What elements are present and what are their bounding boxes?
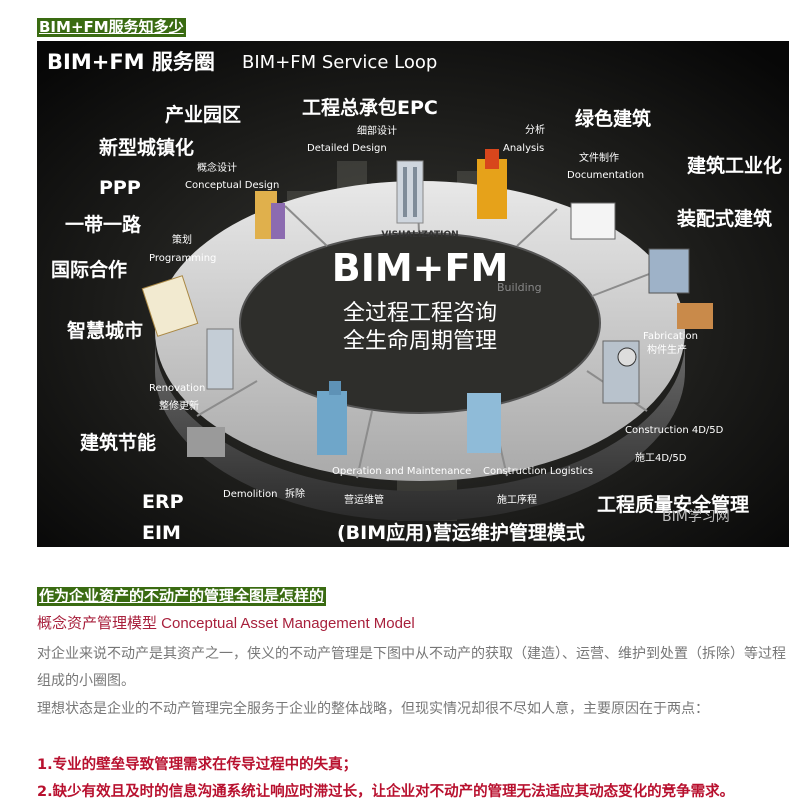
label-ppp: PPP [99,177,141,199]
building-icons [141,149,713,457]
label-epc: 工程总承包EPC [302,96,438,119]
label-eim: EIM [142,522,181,544]
label-prefab: 装配式建筑 [676,207,772,230]
stage-detailed-design-cn: 细部设计 [357,124,397,137]
point-2: 2.缺少有效且及时的信息沟通系统让响应时滞过长，让企业对不动产的管理无法适应其动… [37,784,735,800]
stage-conceptual-en: Conceptual Design [185,180,279,191]
stage-construction-cn: 施工4D/5D [635,451,687,464]
center-line-2: 全生命周期管理 [343,329,497,354]
stage-logistics-en: Construction Logistics [483,466,593,477]
paragraph-1: 对企业来说不动产是其资产之一，侠义的不动产管理是下图中从不动产的获取（建造）、运… [37,646,786,689]
label-erp: ERP [142,491,184,513]
center-line-1: 全过程工程咨询 [343,301,497,326]
stage-renovation-cn: 整修更新 [159,399,199,412]
watermark: BIM学习网 [662,509,730,525]
stage-demolition-en: Demolition [223,489,277,500]
stage-renovation-en: Renovation [149,383,205,394]
label-green-building: 绿色建筑 [575,107,651,130]
stage-programming-en: Programming [149,253,216,264]
figure-title-en: BIM+FM Service Loop [242,52,437,73]
section-heading-2: 作为企业资产的不动产的管理全图是怎样的 [37,587,327,606]
label-belt-road: 一带一路 [65,213,142,236]
stage-demolition-cn: 拆除 [285,487,305,500]
label-om-mode: (BIM应用)营运维护管理模式 [337,521,585,544]
label-quality-safety: 工程质量安全管理 [597,493,749,516]
loop-ring-side [154,341,686,522]
center-ghost: Building [497,281,542,294]
stage-operation-cn: 营运维管 [344,493,384,506]
stage-construction-en: Construction 4D/5D [625,425,724,436]
model-subtitle: 概念资产管理模型 Conceptual Asset Management Mod… [37,615,415,632]
bim-fm-service-loop-figure: VISUALIZATION BIM+FM 服务圈 BIM+FM Service … [37,41,789,547]
label-energy-saving: 建筑节能 [80,431,156,454]
paragraph-2: 理想状态是企业的不动产管理完全服务于企业的整体战略，但现实情况却很不尽如人意，主… [37,701,709,717]
center-title: BIM+FM [332,246,509,290]
loop-ring-inner [240,233,600,413]
stage-operation-en: Operation and Maintenance [332,466,471,477]
label-smart-city: 智慧城市 [67,319,143,342]
stage-documentation-cn: 文件制作 [579,151,619,164]
point-1: 1.专业的壁垒导致管理需求在传导过程中的失真； [37,757,358,773]
stage-fabrication-en: Fabrication [643,331,698,342]
stage-analysis-en: Analysis [503,143,544,154]
stage-documentation-en: Documentation [567,170,644,181]
label-industrialization: 建筑工业化 [687,154,782,177]
visualization-label: VISUALIZATION [381,230,458,240]
label-new-urbanization: 新型城镇化 [99,136,194,159]
stage-logistics-cn: 施工序程 [497,493,537,506]
label-industrial-park: 产业园区 [165,103,241,126]
stage-detailed-design-en: Detailed Design [307,143,387,154]
label-intl-cooperation: 国际合作 [51,258,127,281]
section-heading-1: BIM+FM服务知多少 [37,18,186,37]
stage-conceptual-cn: 概念设计 [197,161,237,174]
figure-title-cn: BIM+FM 服务圈 [47,50,215,74]
stage-analysis-cn: 分析 [525,123,545,136]
stage-programming-cn: 策划 [172,233,192,246]
stage-fabrication-cn: 构件生产 [647,343,687,356]
